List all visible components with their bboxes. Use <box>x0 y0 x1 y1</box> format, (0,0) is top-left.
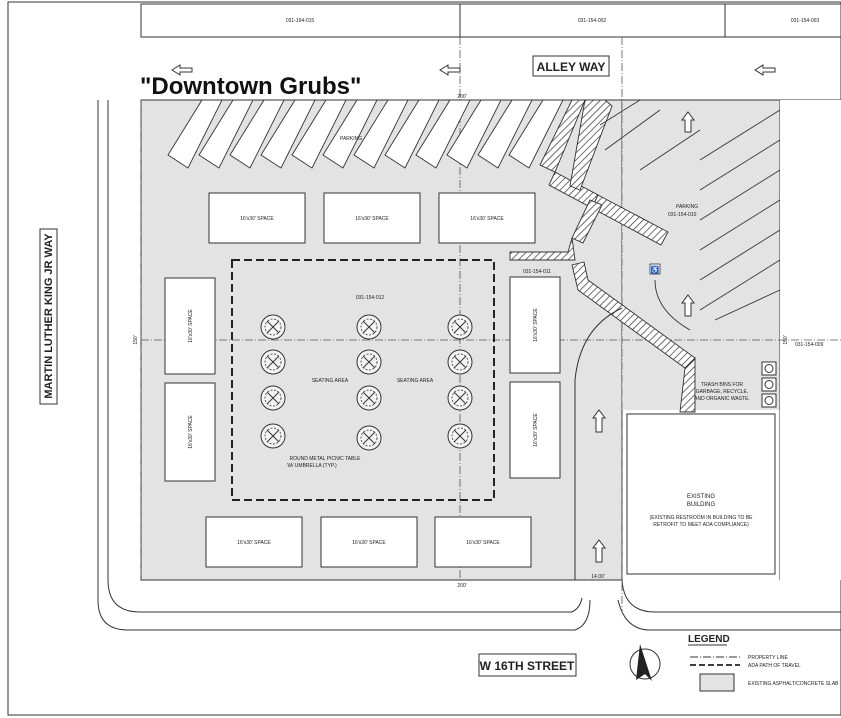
up-arrows <box>592 111 695 563</box>
west-street-label: MARTIN LUTHER KING JR WAY <box>43 233 55 399</box>
seating-area-boundary <box>231 259 495 501</box>
picnic-table-icon <box>356 349 382 375</box>
picnic-table-icon <box>356 385 382 411</box>
left-arrow-icon <box>439 64 461 76</box>
space-label: 16'x30' SPACE <box>237 540 271 546</box>
parcel-label-top-right: 031-154-003 <box>791 18 820 24</box>
picnic-table-icon <box>260 423 286 449</box>
building-label-2: BUILDING <box>687 502 716 508</box>
seating-label-right: SEATING AREA <box>397 378 434 384</box>
ada-path <box>509 99 696 413</box>
parcel-label-east: 031-154-009 <box>795 342 824 348</box>
existing-building <box>626 413 776 575</box>
parcel-label-top-mid: 031-154-002 <box>578 18 607 24</box>
south-street-label-box <box>478 653 577 677</box>
trash-label-3: AND ORGANIC WASTE. <box>694 396 750 402</box>
legend-item-property-line: PROPERTY LINE <box>748 655 788 661</box>
dimension-left: 150' <box>133 335 139 344</box>
legend-item-ada-path: ADA PATH OF TRAVEL <box>748 663 801 669</box>
parking-row-right <box>599 99 781 321</box>
trash-label-2: GARBAGE, RECYCLE, <box>696 389 749 395</box>
parking-row-top <box>167 99 564 169</box>
parcel-label-main: 031-154-012 <box>356 295 385 301</box>
seating-label-left: SEATING AREA <box>312 378 349 384</box>
space-label: 16'x30' SPACE <box>533 413 539 447</box>
picnic-table-icon <box>356 425 382 451</box>
parcel-label-small: 031-154-011 <box>523 269 551 275</box>
building-note-2: RETROFIT TO MEET ADA COMPLIANCE) <box>653 522 749 528</box>
left-arrow-icon <box>171 64 193 76</box>
space-label: 16'x30' SPACE <box>188 309 194 343</box>
picnic-label-1: ROUND METAL PICNIC TABLE <box>290 456 362 462</box>
space-label: 16'x30' SPACE <box>240 216 274 222</box>
accessible-icon <box>649 263 661 275</box>
west-street-label-box <box>39 228 58 405</box>
trash-bin-icon <box>761 377 777 392</box>
picnic-label-2: W/ UMBRELLA (TYP.) <box>287 463 337 469</box>
dimension-top: 200' <box>457 94 466 100</box>
parking-label-right: PARKING <box>676 204 698 210</box>
trash-bin-icon <box>761 393 777 408</box>
dimension-bottom: 200' <box>457 583 466 589</box>
picnic-table-icon <box>447 349 473 375</box>
parking-slab <box>622 100 780 410</box>
picnic-table-icon <box>447 314 473 340</box>
up-arrow-icon <box>681 294 695 317</box>
driveway-edge <box>574 307 623 580</box>
trash-bin-icon <box>761 361 777 376</box>
street-curbs <box>97 100 841 631</box>
trash-bins <box>761 361 777 408</box>
alley-label: ALLEY WAY <box>537 60 606 74</box>
space-label: 16'x30' SPACE <box>352 540 386 546</box>
space-label: 16'x30' SPACE <box>188 415 194 449</box>
building-note-1: (EXISTING RESTROOM IN BUILDING TO BE <box>650 515 754 521</box>
left-arrow-icon <box>754 64 776 76</box>
picnic-table-icon <box>260 314 286 340</box>
picnic-table-icon <box>356 314 382 340</box>
parcel-label-parking: 031-154-010 <box>668 212 697 218</box>
picnic-table-icon <box>260 385 286 411</box>
svg-text:♿: ♿ <box>651 265 660 274</box>
legend: LEGEND PROPERTY LINE ADA PATH OF TRAVEL … <box>688 634 839 692</box>
dimension-driveway: 14.00' <box>591 574 605 580</box>
up-arrow-icon <box>592 409 606 433</box>
picnic-table-icon <box>260 349 286 375</box>
top-parcels: 031-154-015 031-154-002 031-154-003 <box>140 3 841 38</box>
alley-label-box <box>532 55 610 77</box>
picnic-table-icon <box>447 423 473 449</box>
picnic-table-icon <box>447 385 473 411</box>
building-label-1: EXISTING <box>687 494 715 500</box>
legend-title: LEGEND <box>688 634 730 645</box>
page-title: "Downtown Grubs" <box>140 73 361 100</box>
space-label: 16'x30' SPACE <box>355 216 389 222</box>
sheet-border <box>7 1 841 716</box>
property-lines <box>140 37 841 612</box>
parcel-label-top-left: 031-154-015 <box>286 18 315 24</box>
south-street-label: W 16TH STREET <box>480 659 575 673</box>
dimension-right: 150' <box>783 335 789 344</box>
space-label: 16'x30' SPACE <box>466 540 500 546</box>
space-label: 16'x30' SPACE <box>470 216 504 222</box>
truck-spaces <box>164 192 561 568</box>
up-arrow-icon <box>681 111 695 133</box>
alley-arrows <box>171 64 776 76</box>
up-arrow-icon <box>592 539 606 563</box>
legend-item-slab: EXISTING ASPHALT/CONCRETE SLAB <box>748 681 839 687</box>
parking-label-top: PARKING <box>340 136 362 142</box>
space-label: 16'x30' SPACE <box>533 308 539 342</box>
trash-label-1: TRASH BINS FOR <box>701 382 743 388</box>
north-arrow-icon <box>629 644 661 681</box>
